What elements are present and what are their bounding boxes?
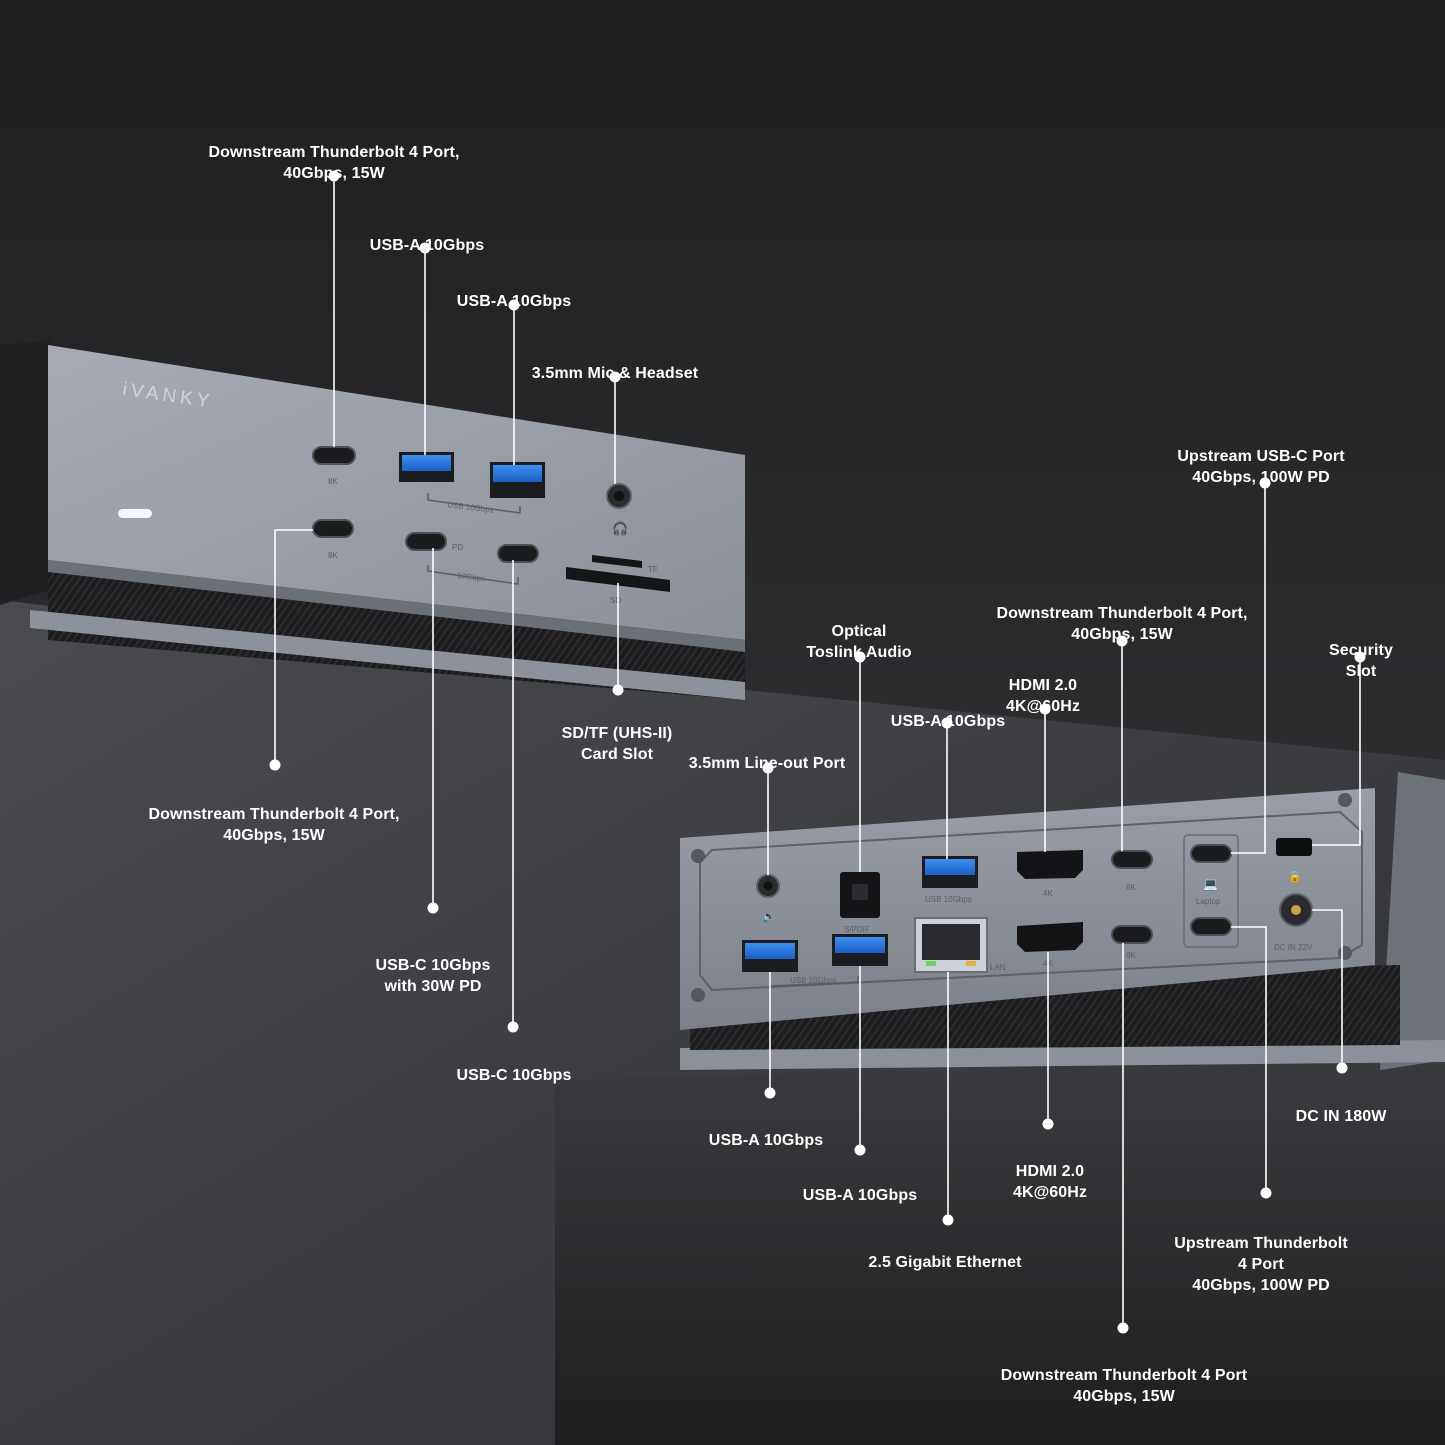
- power-led: [118, 509, 152, 518]
- callout-front-usba-2: USB-A 10Gbps: [456, 293, 572, 310]
- callout-front-usba-1: USB-A 10Gbps: [369, 237, 485, 254]
- rear-tb4-bottom-port: [1111, 925, 1153, 944]
- front-tf-slot: [592, 555, 642, 568]
- rear-tb4-top-mark: 8K: [1126, 883, 1136, 892]
- callout-rear-usba-bottom-2: USB-A 10Gbps: [802, 1187, 918, 1204]
- rear-tb4-bottom-mark: 8K: [1126, 951, 1136, 960]
- rear-screw-icon: [691, 988, 705, 1002]
- rear-hdmi-top-port: [1017, 850, 1083, 879]
- rear-upstream-tb4-port: [1190, 917, 1232, 936]
- leader-rear-security: [1312, 657, 1361, 846]
- callout-rear-usba-bottom-1: USB-A 10Gbps: [708, 1132, 824, 1149]
- front-usbc-port: [497, 544, 539, 563]
- front-usbc-group-mark: 10Gbps: [457, 571, 486, 583]
- callout-rear-tb4-top: Downstream Thunderbolt 4 Port,40Gbps, 15…: [996, 605, 1248, 643]
- leader-front-tb4-bottom: [274, 529, 313, 765]
- callout-rear-dc-in: DC IN 180W: [1295, 1108, 1387, 1125]
- rear-security-slot: [1276, 838, 1312, 856]
- front-tb4-bottom-port: [312, 519, 354, 538]
- front-tb4-top-port: [312, 446, 356, 465]
- rear-screw-icon: [691, 849, 705, 863]
- leader-rear-dc-in: [1312, 909, 1343, 1068]
- front-tf-mark: TF: [648, 565, 658, 574]
- callout-front-usbc: USB-C 10Gbps: [456, 1067, 572, 1084]
- rear-usba-bottom-mark: USB 10Gbps: [790, 976, 837, 985]
- rear-lan-mark: LAN: [990, 963, 1006, 972]
- front-pd-mark: PD: [452, 543, 463, 552]
- front-tb4-bottom-mark: 8K: [328, 551, 338, 560]
- rear-screw-icon: [1338, 793, 1352, 807]
- callout-rear-security: Security Slot: [1329, 642, 1393, 680]
- rear-spdif-mark: S/PDIF: [844, 925, 870, 934]
- callout-front-card: SD/TF (UHS-II)Card Slot: [561, 725, 673, 763]
- rear-upstream-group: [1183, 834, 1239, 948]
- rear-hdmi-top-mark: 4K: [1043, 889, 1053, 898]
- callout-rear-usba-top: USB-A 10Gbps: [890, 713, 1006, 730]
- callout-front-tb4-top: Downstream Thunderbolt 4 Port,40Gbps, 15…: [208, 144, 460, 182]
- leader-dots: [269, 170, 1366, 1334]
- callout-front-tb4-bottom: Downstream Thunderbolt 4 Port,40Gbps, 15…: [148, 806, 400, 844]
- laptop-icon: 💻: [1203, 877, 1218, 891]
- rear-upstream-usbc-port: [1190, 844, 1232, 863]
- lock-icon: 🔒: [1288, 870, 1302, 883]
- rear-tb4-top-port: [1111, 850, 1153, 869]
- leader-rear-upstream-usbc: [1231, 483, 1266, 854]
- rear-screw-icon: [1338, 946, 1352, 960]
- front-sd-slot: [566, 567, 670, 592]
- leader-rear-upstream-tb4: [1231, 926, 1267, 1193]
- leader-lines: [274, 176, 1361, 1328]
- headset-icon: 🎧: [612, 521, 628, 536]
- rear-usba-top-mark: USB 10Gbps: [925, 895, 972, 904]
- rear-hdmi-bottom-port: [1017, 922, 1083, 952]
- front-dock: iVANKY 8K USB 10Gbps 🎧 8K PD 10Gbps TF S…: [0, 340, 745, 700]
- rear-dock: 🔈 S/PDIF USB 10Gbps USB 10Gbps LAN 4K 4K…: [680, 772, 1445, 1070]
- callout-rear-lineout: 3.5mm Line-out Port: [688, 755, 846, 772]
- front-sd-mark: SD: [610, 596, 621, 605]
- rear-laptop-mark: Laptop: [1196, 897, 1221, 906]
- front-tb4-top-mark: 8K: [328, 477, 338, 486]
- rear-dc-in-mark: DC IN 22V: [1274, 943, 1313, 952]
- callout-front-audio: 3.5mm Mic & Headset: [531, 365, 699, 382]
- callout-rear-ethernet: 2.5 Gigabit Ethernet: [868, 1254, 1022, 1271]
- speaker-icon: 🔈: [762, 911, 776, 923]
- front-usbc-pd-port: [405, 532, 447, 551]
